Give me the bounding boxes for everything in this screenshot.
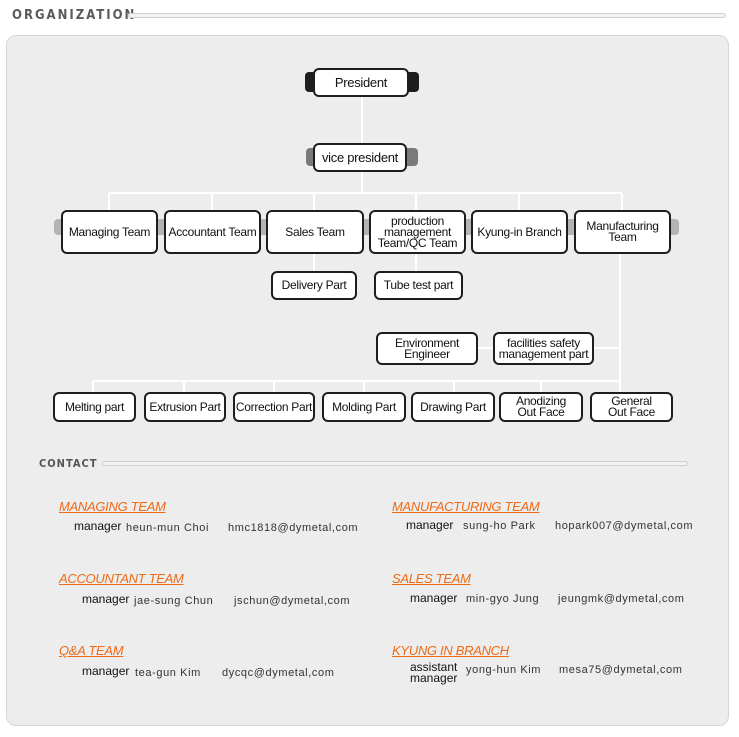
facilities-safety-box: facilities safety management part [493,332,594,365]
tube-test-part-box: Tube test part [374,271,463,300]
contact-name: tea-gun Kim [135,667,201,679]
contact-team-title: Q&A TEAM [59,643,124,658]
contact-name: jae-sung Chun [134,595,214,607]
managing-team-box: Managing Team [61,210,158,254]
contact-role: manager [82,592,130,606]
molding-part-box: Molding Part [322,392,406,422]
manufacturing-team-box: Manufacturing Team [574,210,671,254]
contact-email[interactable]: hopark007@dymetal,com [555,520,694,532]
contact-team-title: ACCOUNTANT TEAM [59,571,184,586]
contact-role: manager [74,519,122,533]
kyung-in-branch-box: Kyung-in Branch [471,210,568,254]
contact-role: manager [82,664,130,678]
contact-email[interactable]: jeungmk@dymetal,com [558,593,685,605]
production-qc-team-box: production management Team/QC Team [369,210,466,254]
contact-role: manager [410,591,458,605]
sales-team-box: Sales Team [266,210,364,254]
contact-email[interactable]: dycqc@dymetal,com [222,667,335,679]
delivery-part-box: Delivery Part [271,271,357,300]
drawing-part-box: Drawing Part [411,392,495,422]
contact-name: yong-hun Kim [466,664,542,676]
contact-team-title: MANUFACTURING TEAM [392,499,540,514]
contact-email[interactable]: jschun@dymetal,com [234,595,351,607]
correction-part-box: Correction Part [233,392,315,422]
accountant-team-box: Accountant Team [164,210,261,254]
anodizing-out-face-box: Anodizing Out Face [499,392,583,422]
president-box: President [313,68,409,97]
contact-name: min-gyo Jung [466,593,540,605]
contact-team-title: SALES TEAM [392,571,471,586]
contact-team-title: MANAGING TEAM [59,499,166,514]
contact-role: assistant manager [410,660,458,685]
general-out-face-box: General Out Face [590,392,673,422]
contact-heading: CONTACT [39,457,98,470]
contact-heading-rule [102,461,688,466]
organization-heading: ORGANIZATION [12,8,137,23]
environment-engineer-box: Environment Engineer [376,332,478,365]
contact-name: heun-mun Choi [126,522,210,534]
contact-email[interactable]: hmc1818@dymetal,com [228,522,359,534]
contact-email[interactable]: mesa75@dymetal,com [559,664,683,676]
vice-president-box: vice president [313,143,407,172]
contact-role: manager [406,518,454,532]
melting-part-box: Melting part [53,392,136,422]
contact-name: sung-ho Park [463,520,536,532]
organization-heading-rule [128,13,726,18]
contact-team-title: KYUNG IN BRANCH [392,643,509,658]
extrusion-part-box: Extrusion Part [144,392,226,422]
